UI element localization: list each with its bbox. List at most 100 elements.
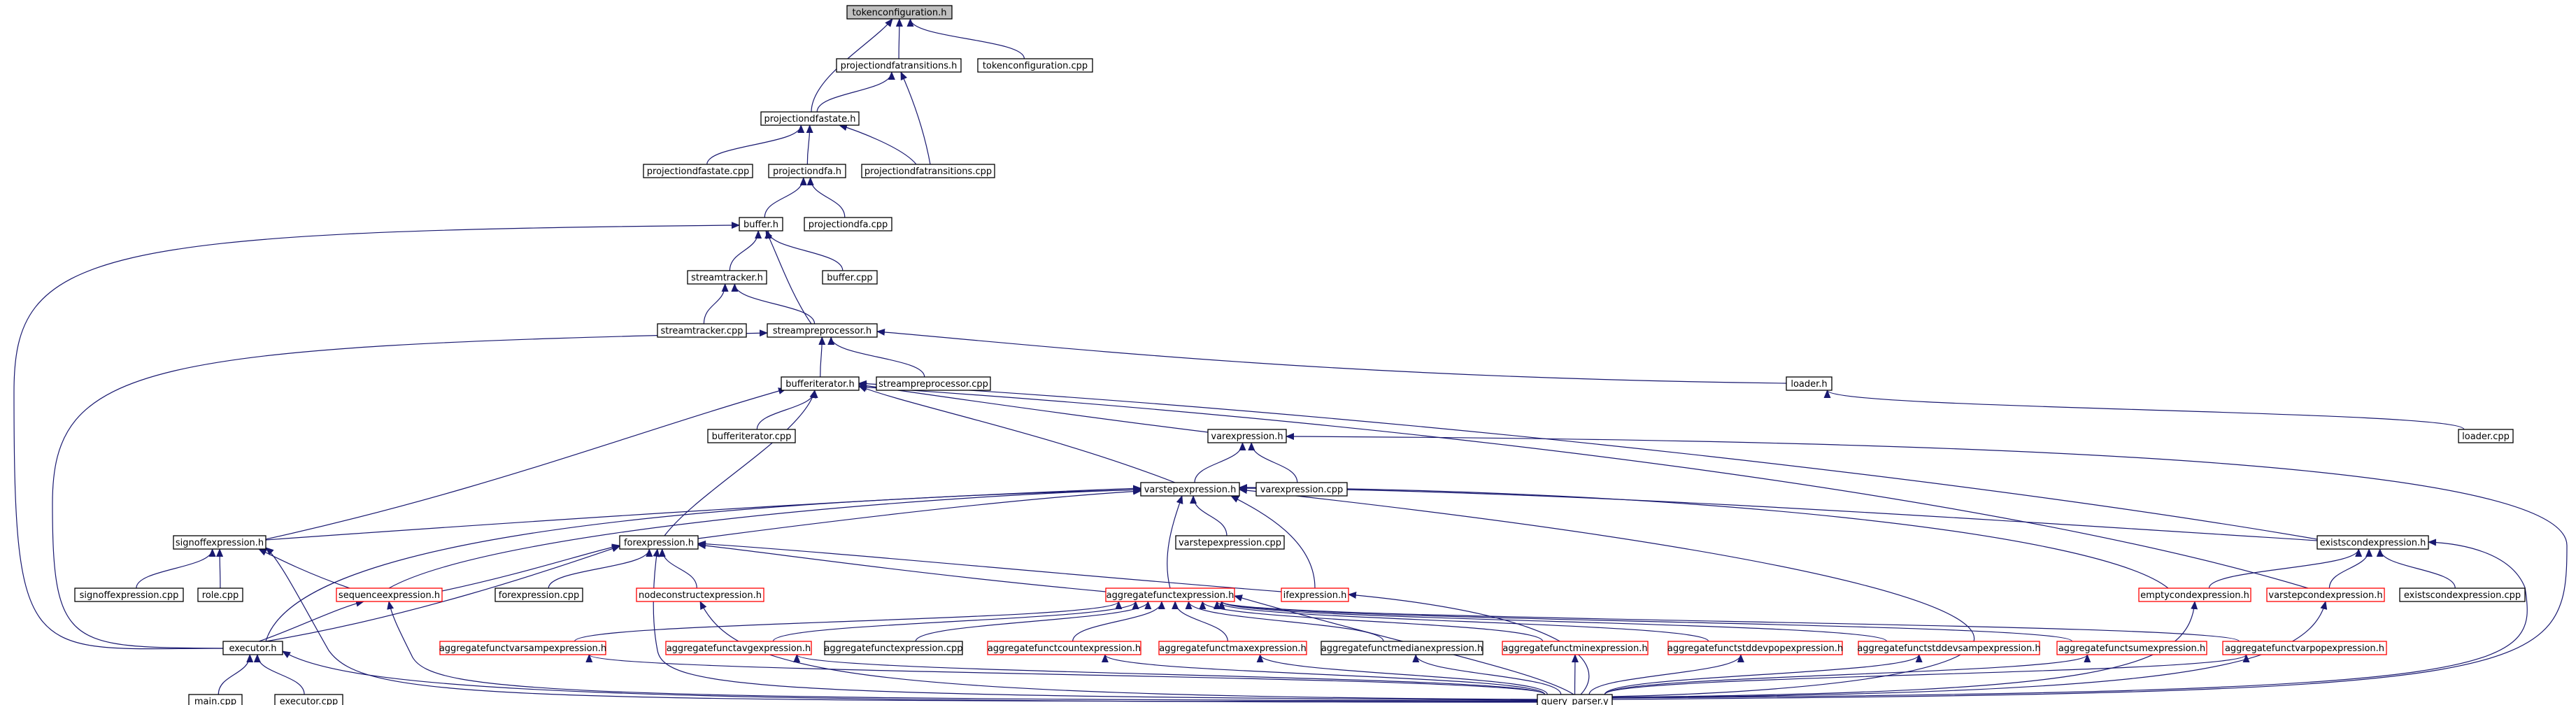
node-varstepcondexpression-h[interactable]: varstepcondexpression.h <box>2266 588 2385 602</box>
node-box <box>1175 535 1285 550</box>
edge-sequenceexpression-h-to-varstepexpression-h <box>388 486 1141 589</box>
node-executor-h[interactable]: executor.h <box>222 641 283 655</box>
node-existscondexpression-h[interactable]: existscondexpression.h <box>2317 535 2429 550</box>
node-box <box>2317 535 2429 550</box>
node-signoffexpression-cpp[interactable]: signoffexpression.cpp <box>74 588 184 602</box>
node-aggregatefunctminexpression-h[interactable]: aggregatefunctminexpression.h <box>1502 641 1649 655</box>
edge-bufferiterator-cpp-to-bufferiterator-h <box>756 390 818 430</box>
node-emptycondexpression-h[interactable]: emptycondexpression.h <box>2138 588 2251 602</box>
edge-query-parser-y-to-aggregatefunctvarpopexpression-h <box>1604 654 2250 695</box>
node-box <box>804 217 892 232</box>
edge-query-parser-y-to-aggregatefunctavgexpression-h <box>793 654 1546 695</box>
node-streamtracker-cpp[interactable]: streamtracker.cpp <box>657 323 747 338</box>
node-box <box>1786 376 1833 391</box>
node-box <box>1321 641 1483 655</box>
edge-main-cpp-to-executor-h <box>218 654 254 695</box>
node-box <box>836 58 962 73</box>
node-aggregatefunctexpression-cpp[interactable]: aggregatefunctexpression.cpp <box>824 641 963 655</box>
edge-query-parser-y-to-executor-h <box>282 650 1538 703</box>
node-varexpression-cpp[interactable]: varexpression.cpp <box>1255 482 1348 497</box>
node-aggregatefunctsumexpression-h[interactable]: aggregatefunctsumexpression.h <box>2056 641 2207 655</box>
edge-streampreprocessor-cpp-to-streampreprocessor-h <box>827 336 925 378</box>
edge-projectiondfa-cpp-to-projectiondfa-h <box>806 177 846 218</box>
node-tokenconfiguration-h[interactable]: tokenconfiguration.h <box>846 5 953 20</box>
node-aggregatefunctexpression-h[interactable]: aggregatefunctexpression.h <box>1105 588 1235 602</box>
node-nodeconstructexpression-h[interactable]: nodeconstructexpression.h <box>636 588 764 602</box>
node-label: varstepexpression.cpp <box>1179 538 1281 548</box>
node-label: signoffexpression.cpp <box>80 590 179 601</box>
node-label: varexpression.cpp <box>1260 485 1344 495</box>
node-box <box>739 217 783 232</box>
edge-varstepexpression-h-to-varexpression-h <box>1194 442 1246 483</box>
node-varstepexpression-h[interactable]: varstepexpression.h <box>1140 482 1240 497</box>
node-buffer-h[interactable]: buffer.h <box>739 217 783 232</box>
node-varstepexpression-cpp[interactable]: varstepexpression.cpp <box>1175 535 1285 550</box>
node-existscondexpression-cpp[interactable]: existscondexpression.cpp <box>2399 588 2526 602</box>
node-box <box>1207 429 1287 443</box>
edge-query-parser-y-to-aggregatefunctmedianexpression-h <box>1412 654 1562 695</box>
node-label: aggregatefunctexpression.cpp <box>824 643 962 654</box>
node-buffer-cpp[interactable]: buffer.cpp <box>822 270 878 285</box>
node-label: aggregatefunctstddevsampexpression.h <box>1857 643 2040 654</box>
node-box <box>1281 588 1349 602</box>
node-box <box>274 694 343 705</box>
node-aggregatefunctvarsampexpression-h[interactable]: aggregatefunctvarsampexpression.h <box>439 641 606 655</box>
edge-query-parser-y-to-aggregatefunctstddevpopexpression-h <box>1588 654 1744 695</box>
edge-forexpression-h-to-varstepexpression-h <box>697 487 1141 539</box>
node-forexpression-h[interactable]: forexpression.h <box>619 535 699 550</box>
node-bufferiterator-h[interactable]: bufferiterator.h <box>781 376 860 391</box>
nodes-layer: tokenconfiguration.h projectiondfatransit… <box>74 5 2526 705</box>
node-label: projectiondfastate.h <box>764 114 855 124</box>
node-executor-cpp[interactable]: executor.cpp <box>274 694 343 705</box>
node-aggregatefunctstddevpopexpression-h[interactable]: aggregatefunctstddevpopexpression.h <box>1667 641 1843 655</box>
edge-varstepexpression-h-to-bufferiterator-h <box>858 385 1176 483</box>
node-sequenceexpression-h[interactable]: sequenceexpression.h <box>336 588 443 602</box>
node-varexpression-h[interactable]: varexpression.h <box>1207 429 1287 443</box>
edge-emptycondexpression-h-to-existscondexpression-h <box>2208 548 2363 589</box>
node-projectiondfa-cpp[interactable]: projectiondfa.cpp <box>804 217 892 232</box>
node-projectiondfastate-h[interactable]: projectiondfastate.h <box>760 111 860 126</box>
node-projectiondfa-h[interactable]: projectiondfa.h <box>768 164 846 178</box>
node-box <box>173 535 266 550</box>
edge-aggregatefunctavgexpression-h-to-aggregatefunctexpression-h <box>772 601 1139 642</box>
node-label: main.cpp <box>194 697 236 705</box>
node-projectiondfatransitions-cpp[interactable]: projectiondfatransitions.cpp <box>861 164 995 178</box>
edge-aggregatefunctmaxexpression-h-to-aggregatefunctexpression-h <box>1172 601 1228 642</box>
node-label: aggregatefunctcountexpression.h <box>988 643 1141 654</box>
node-loader-h[interactable]: loader.h <box>1786 376 1833 391</box>
node-streampreprocessor-cpp[interactable]: streampreprocessor.cpp <box>876 376 991 391</box>
edge-varexpression-h-to-bufferiterator-h <box>858 382 1209 433</box>
node-query-parser-y[interactable]: query_parser.y <box>1537 694 1613 705</box>
edge-signoffexpression-h-to-bufferiterator-h <box>265 387 787 540</box>
node-box <box>657 323 747 338</box>
node-streamtracker-h[interactable]: streamtracker.h <box>687 270 767 285</box>
node-label: nodeconstructexpression.h <box>639 590 762 601</box>
node-aggregatefunctcountexpression-h[interactable]: aggregatefunctcountexpression.h <box>987 641 1141 655</box>
node-signoffexpression-h[interactable]: signoffexpression.h <box>173 535 266 550</box>
node-aggregatefunctavgexpression-h[interactable]: aggregatefunctavgexpression.h <box>665 641 812 655</box>
node-ifexpression-h[interactable]: ifexpression.h <box>1281 588 1349 602</box>
node-box <box>861 164 995 178</box>
node-forexpression-cpp[interactable]: forexpression.cpp <box>494 588 583 602</box>
node-role-cpp[interactable]: role.cpp <box>197 588 243 602</box>
edge-buffer-cpp-to-buffer-h <box>764 230 844 271</box>
node-box <box>665 641 812 655</box>
node-tokenconfiguration-cpp[interactable]: tokenconfiguration.cpp <box>977 58 1093 73</box>
node-main-cpp[interactable]: main.cpp <box>188 694 243 705</box>
node-aggregatefunctmaxexpression-h[interactable]: aggregatefunctmaxexpression.h <box>1158 641 1307 655</box>
node-loader-cpp[interactable]: loader.cpp <box>2458 429 2514 443</box>
node-bufferiterator-cpp[interactable]: bufferiterator.cpp <box>707 429 796 443</box>
node-box <box>643 164 753 178</box>
node-aggregatefunctstddevsampexpression-h[interactable]: aggregatefunctstddevsampexpression.h <box>1857 641 2041 655</box>
node-streampreprocessor-h[interactable]: streampreprocessor.h <box>767 323 878 338</box>
edge-tokenconfiguration-cpp-to-tokenconfiguration-h <box>906 18 1025 59</box>
node-projectiondfastate-cpp[interactable]: projectiondfastate.cpp <box>643 164 753 178</box>
node-projectiondfatransitions-h[interactable]: projectiondfatransitions.h <box>836 58 962 73</box>
node-box <box>2056 641 2207 655</box>
edge-varstepcondexpression-h-to-bufferiterator-h <box>858 383 2309 589</box>
node-aggregatefunctmedianexpression-h[interactable]: aggregatefunctmedianexpression.h <box>1321 641 1483 655</box>
edge-query-parser-y-to-forexpression-h <box>653 548 1538 701</box>
node-aggregatefunctvarpopexpression-h[interactable]: aggregatefunctvarpopexpression.h <box>2222 641 2387 655</box>
node-label: existscondexpression.cpp <box>2404 590 2521 601</box>
